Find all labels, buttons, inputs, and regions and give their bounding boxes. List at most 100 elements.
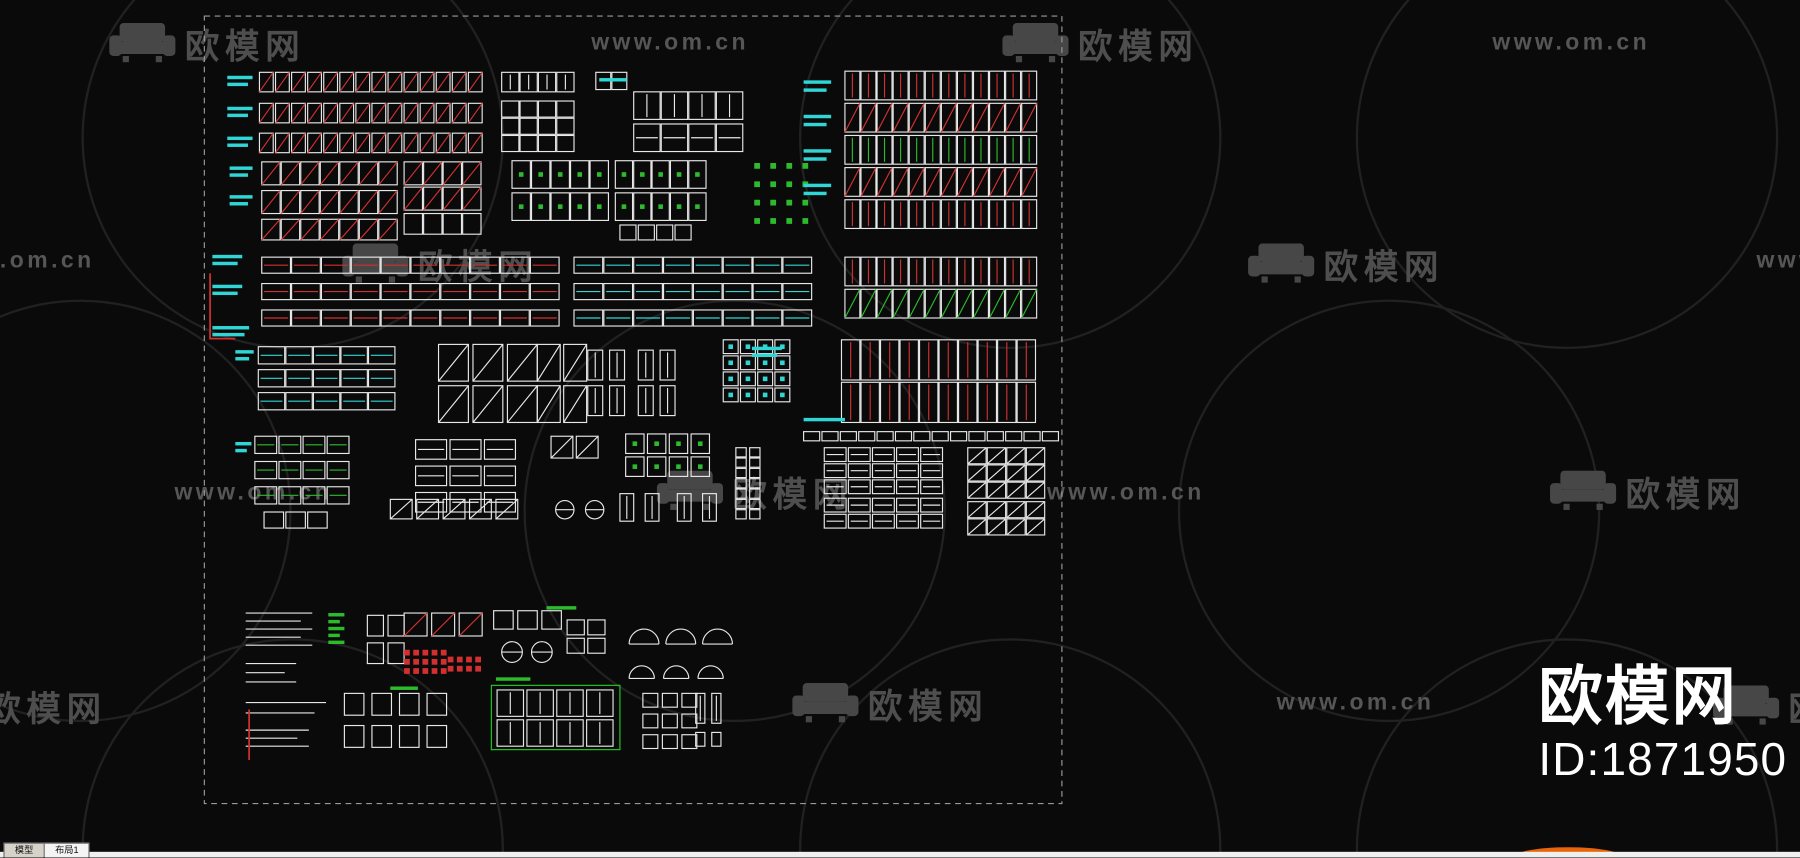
- cad-cluster-grid: [403, 161, 482, 211]
- watermark-url: www.om.cn: [1277, 690, 1435, 716]
- cad-cluster-dots: [404, 649, 447, 674]
- watermark-url: www.om.cn: [0, 248, 95, 274]
- cad-cluster-hlines: [245, 729, 309, 747]
- cad-cluster-bars: [803, 149, 832, 161]
- watermark-brand-text: 欧模网: [1789, 681, 1800, 732]
- cad-cluster-grid: [258, 132, 483, 154]
- cad-cluster-grid: [254, 460, 350, 480]
- watermark-brand-text: 欧模网: [1625, 476, 1747, 515]
- cad-cluster-hlines: [245, 662, 297, 683]
- cad-cluster-grid: [844, 288, 1038, 319]
- watermark-brand-text: 欧模网: [417, 249, 539, 287]
- cad-cluster-bars: [495, 677, 531, 681]
- cad-cluster-grid: [501, 100, 575, 153]
- cad-cluster-dots: [447, 656, 482, 672]
- watermark-url-text: www.om.cn: [1046, 479, 1205, 506]
- watermark-url-text: www.om.cn: [1492, 29, 1651, 56]
- cad-cluster-grid: [254, 486, 350, 505]
- cad-cluster-grid: [695, 731, 722, 747]
- cad-cluster-grid: [366, 642, 405, 665]
- cad-cluster-bars: [235, 350, 254, 361]
- cad-cluster-grid: [573, 309, 813, 327]
- cad-cluster-grid: [735, 447, 761, 520]
- sofa-icon: [1248, 243, 1315, 283]
- watermark-brand: 欧模网: [0, 681, 107, 732]
- cad-cluster-bars: [803, 80, 832, 92]
- cad-cluster-grid: [573, 282, 813, 301]
- cad-cluster-grid: [261, 256, 560, 274]
- cad-cluster-grid: [261, 309, 560, 327]
- cad-cluster-grid: [261, 218, 398, 241]
- cad-cluster-grid: [840, 339, 1037, 424]
- cad-cluster-grid: [619, 493, 660, 522]
- cad-cluster-grid: [619, 224, 692, 241]
- cad-cluster-grid: [403, 212, 482, 235]
- cad-cluster-grid: [261, 161, 398, 186]
- cad-cluster-grid: [511, 192, 610, 221]
- watermark-brand: 欧模网: [1002, 18, 1198, 69]
- watermark-brand: 欧模网: [1248, 239, 1444, 290]
- watermark-brand-text: 欧模网: [867, 688, 989, 727]
- cad-cluster-circles: [501, 641, 553, 663]
- tab-layout1[interactable]: 布局1: [43, 842, 91, 858]
- cad-cluster-grid: [437, 343, 538, 424]
- cad-cluster-bars: [227, 106, 253, 118]
- cad-cluster-grid: [415, 491, 517, 513]
- cad-cluster-bars: [212, 326, 250, 337]
- cad-cluster-grid: [257, 369, 396, 388]
- cad-cluster-grid: [403, 612, 483, 637]
- cad-cluster-bars: [227, 136, 253, 147]
- cad-cluster-circles: [555, 499, 605, 520]
- cad-cluster-grid: [844, 70, 1038, 101]
- watermark-ring: [1177, 299, 1601, 723]
- cad-cluster-arcs: [628, 665, 724, 680]
- cad-cluster-grid: [967, 447, 1046, 499]
- brand-title: 欧模网: [1538, 660, 1739, 733]
- watermark-url-text: www.om.cn: [1276, 689, 1435, 716]
- brand-id: ID:1871950: [1538, 734, 1788, 785]
- cad-cluster-grid: [261, 282, 560, 301]
- cad-cluster-grid: [722, 339, 791, 403]
- cad-cluster-grid: [967, 501, 1046, 536]
- cad-cluster-bars: [328, 613, 345, 645]
- cad-cluster-grid: [642, 713, 698, 729]
- cad-cluster-grid: [823, 447, 944, 495]
- watermark-brand: 欧模网: [792, 678, 988, 729]
- cad-cluster-grid: [415, 439, 517, 460]
- watermark-ring: [799, 0, 1222, 349]
- cad-cluster-bars: [546, 606, 577, 610]
- cad-cluster-grid: [844, 199, 1038, 230]
- watermark-ring: [1355, 0, 1779, 349]
- cad-cluster-grid: [550, 435, 599, 459]
- status-strip: [0, 851, 1800, 858]
- cad-cluster-hlines: [245, 702, 327, 714]
- cad-cluster-grid: [844, 134, 1038, 165]
- cad-cluster-grid: [844, 102, 1038, 133]
- sofa-icon: [1550, 470, 1617, 510]
- cad-cluster-grid: [844, 256, 1038, 287]
- cad-cluster-rect: [203, 15, 1063, 805]
- tab-model[interactable]: 模型: [3, 842, 45, 858]
- cad-cluster-bars: [212, 254, 243, 266]
- cad-cluster-grid: [254, 435, 350, 455]
- watermark-url: www.om.cn: [1492, 30, 1650, 56]
- cad-cluster-grid: [501, 71, 575, 93]
- cad-cluster-grid: [614, 192, 707, 221]
- cad-cluster-grid: [803, 431, 1060, 442]
- sofa-icon: [109, 22, 176, 63]
- cad-cluster-grid: [823, 497, 944, 529]
- cad-cluster-grid: [587, 349, 626, 417]
- cad-cluster-bars: [235, 441, 252, 453]
- cad-cluster-bars: [803, 114, 832, 127]
- cad-cluster-bars: [751, 346, 782, 358]
- sofa-icon: [1002, 22, 1069, 63]
- cad-cluster-bars: [227, 75, 253, 87]
- cad-cluster-grid: [343, 692, 448, 716]
- sofa-icon: [1713, 685, 1780, 725]
- cad-cluster-grid: [566, 619, 606, 654]
- cad-cluster-rect: [490, 684, 621, 751]
- cad-cluster-grid: [389, 498, 519, 520]
